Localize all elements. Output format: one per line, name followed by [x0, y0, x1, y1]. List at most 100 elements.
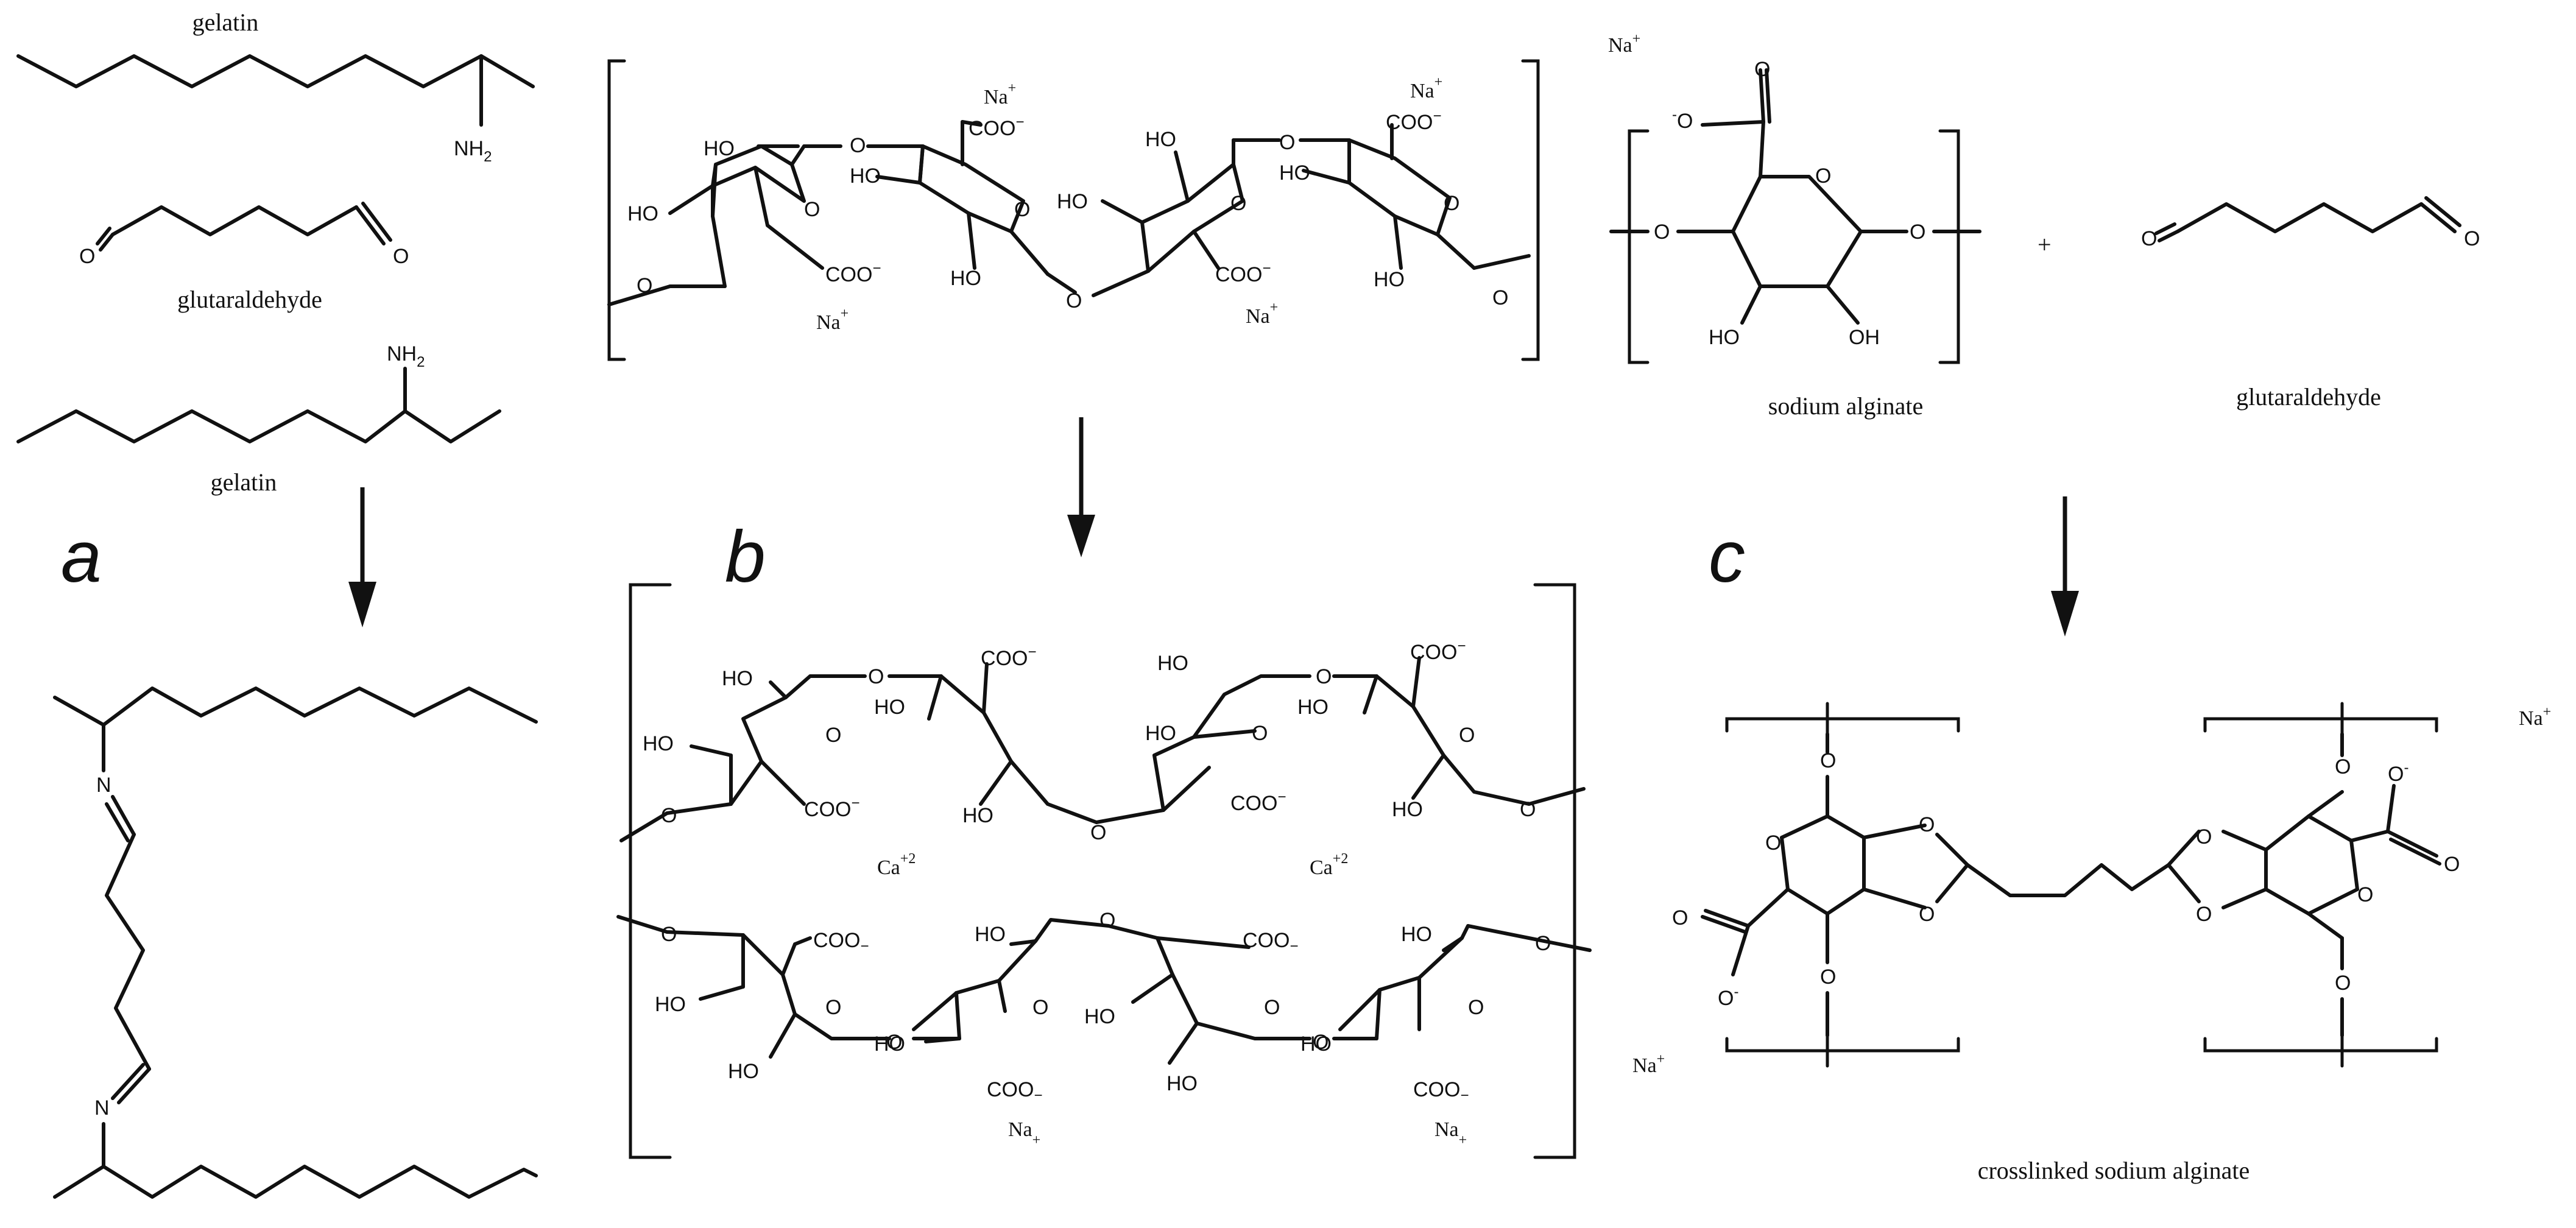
o-atom: O	[2444, 853, 2460, 876]
carboxylate-label: COO−	[1386, 108, 1441, 134]
panel-c: Na+ O O O O -O HO OH sodium alginate +	[1608, 31, 2551, 1184]
o-atom: O	[1279, 131, 1295, 154]
o-atom: O	[661, 804, 677, 827]
gelatin-top-label: gelatin	[192, 9, 259, 36]
nh2-label: NH2	[454, 137, 492, 165]
o-atom: O	[825, 996, 841, 1019]
panel-letter-a: a	[61, 516, 102, 598]
o-atom: O	[79, 245, 95, 268]
reaction-arrow-b	[1067, 417, 1095, 557]
sodium-ion: Na+	[1608, 31, 1640, 57]
carboxylate-label: COO−	[813, 929, 869, 955]
ho-label: HO	[1392, 798, 1423, 821]
o-atom: O	[1264, 996, 1280, 1019]
o-atom: O	[2357, 883, 2373, 906]
calcium-alginate-lower-strand: O HO HO O O HO HO O O HO HO O O HO HO O …	[616, 909, 1592, 1148]
oh-label: OH	[1849, 326, 1880, 349]
reaction-arrow-c	[2051, 496, 2079, 637]
o-atom: O	[637, 274, 652, 297]
o-atom: O	[1313, 1031, 1329, 1054]
ho-label: HO	[850, 164, 881, 188]
o-atom: O	[1014, 198, 1030, 221]
carboxylate-label: COO−	[981, 644, 1036, 670]
panel-a: NH2 gelatin O O glutaraldehyde NH2 gelat…	[16, 9, 538, 1199]
o-atom: O	[868, 665, 884, 688]
sodium-ion: Na+	[984, 80, 1016, 108]
o-atom: O	[1468, 996, 1484, 1019]
ho-label: HO	[962, 804, 993, 827]
o-atom: O	[1672, 906, 1688, 930]
o-atom: O	[1535, 932, 1551, 955]
ho-label: HO	[655, 993, 686, 1016]
reaction-arrow-a	[348, 487, 376, 627]
o-atom: O	[1910, 221, 1925, 244]
carboxylate-o-label: O-	[1718, 984, 1738, 1010]
o-atom: O	[850, 134, 866, 157]
calcium-ion: Ca+2	[877, 851, 916, 879]
o-atom: O	[886, 1031, 902, 1054]
carboxylate-label: COO−	[969, 114, 1024, 140]
crosslinked-gelatin-structure: N N	[53, 686, 538, 1199]
o-atom: O	[393, 245, 409, 268]
glutaraldehyde-c-label: glutaraldehyde	[2236, 383, 2381, 411]
ho-label: HO	[1166, 1072, 1198, 1095]
n-atom: N	[96, 774, 111, 797]
sodium-ion: Na+	[1632, 1051, 1665, 1077]
ho-label: HO	[1145, 722, 1176, 745]
glutaraldehyde-c-structure: O O	[2141, 196, 2480, 250]
sodium-alginate-structure: O O O O -O HO OH	[1609, 58, 1981, 364]
ho-label: HO	[1157, 652, 1188, 675]
carboxylate-label: COO−	[1243, 929, 1298, 955]
calcium-alginate-upper-strand: HO HO HO HO HO HO HO HO O O O O O O O O …	[619, 638, 1586, 844]
glutaraldehyde-a-structure: O O	[79, 202, 409, 268]
o-atom: O	[2464, 227, 2480, 250]
o-atom: O	[1520, 798, 1536, 821]
o-atom: O	[1459, 724, 1475, 747]
ho-label: HO	[722, 667, 753, 690]
carboxylate-label: COO−	[1410, 638, 1466, 664]
o-atom: O	[1090, 821, 1106, 844]
gelatin-bottom-structure: NH2	[16, 342, 501, 443]
sodium-ion: Na+	[2519, 704, 2551, 730]
carboxylate-o-label: -O	[1672, 107, 1693, 133]
alginate-residue-2: HO HO O COO− Na+ O	[802, 80, 1082, 312]
ho-label: HO	[1709, 326, 1740, 349]
carboxylate-o-label: O-	[2388, 760, 2408, 786]
ho-label: HO	[704, 137, 735, 160]
crosslinked-label: crosslinked sodium alginate	[1978, 1157, 2250, 1184]
ho-label: HO	[950, 267, 981, 290]
o-atom: O	[1919, 813, 1935, 836]
ho-label: HO	[1084, 1005, 1115, 1028]
gelatin-bottom-label: gelatin	[211, 468, 277, 496]
polymer-bracket-b-bottom	[629, 583, 1576, 1159]
glutaraldehyde-a-label: glutaraldehyde	[177, 286, 322, 313]
ho-label: HO	[643, 732, 674, 755]
o-atom: O	[1444, 192, 1459, 215]
o-atom: O	[1099, 909, 1115, 932]
o-atom: O	[1820, 749, 1836, 772]
alginate-residue-4: HO HO O COO− Na+ O	[1279, 74, 1531, 309]
ho-label: HO	[874, 1032, 905, 1056]
o-atom: O	[1066, 289, 1082, 312]
o-atom: O	[1820, 965, 1836, 989]
calcium-ion: Ca+2	[1310, 851, 1348, 879]
o-atom: O	[1754, 58, 1770, 81]
sodium-ion: Na+	[1410, 74, 1442, 102]
o-atom: O	[1316, 665, 1332, 688]
carboxylate-label: COO−	[1215, 260, 1271, 286]
o-atom: O	[1230, 192, 1246, 215]
crosslinked-alginate-structure: O O O O O O- O	[1672, 702, 2460, 1068]
polymer-bracket-b-top	[607, 59, 1540, 361]
ho-label: HO	[874, 696, 905, 719]
carboxylate-label: COO−	[1230, 789, 1286, 815]
panel-letter-c: c	[1709, 516, 1745, 598]
ho-label: HO	[975, 923, 1006, 946]
ho-label: HO	[627, 202, 658, 225]
o-atom: O	[2196, 825, 2212, 849]
alginate-residue-1: HO HO O O COO− Na+ O	[607, 134, 881, 334]
o-atom: O	[2335, 972, 2351, 995]
carboxylate-label: COO−	[1413, 1078, 1469, 1104]
o-atom: O	[1492, 286, 1508, 309]
sodium-ion: Na+	[816, 306, 849, 334]
